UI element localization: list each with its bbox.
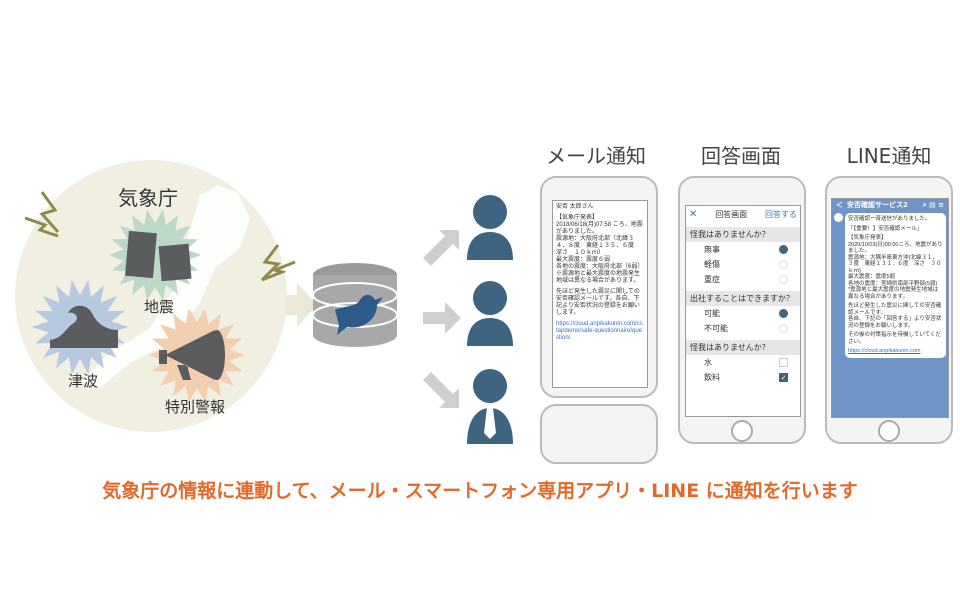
mail-line: 2018/06/18(月)07:58 ころ、地震がありました。 [556,222,643,235]
line-link[interactable]: https://cloud.anpikakunin.com [848,348,921,354]
line-message-line: 先ほど発生した震災に関しての安否確認メールです。 [848,303,942,316]
lightning-icon [24,216,59,238]
lightning-icon [260,244,282,282]
second-phone [540,404,658,464]
mail-line: 震源地：大阪府北部（北緯３４．８度 東経１３５．６度 深さ １０ｋｍ） [556,236,641,256]
arrow-icon [423,302,461,334]
arrow-icon [423,372,459,408]
search-icon[interactable]: ⌕ ▤ ≡ [922,201,944,209]
mail-line: ※震源地と最大震度の地震発生地域は異なる場合があります。 [556,271,641,284]
line-message-line: 安否確認一斉送信がありました。 [848,216,931,222]
option-label: 重症 [704,275,720,284]
line-message-line: 【気象庁発表】 [848,235,887,241]
answer-phone: ✕ 回答画面 回答する 怪我はありませんか？ 無事軽傷重症出社することはできますか… [678,176,806,444]
home-button[interactable] [878,420,900,442]
line-screen: ＜ 安否確認サービス2 ⌕ ▤ ≡ 安否確認一斉送信がありました。「【重要！】安… [831,198,949,418]
agency-title: 気象庁 [118,186,178,210]
option-label: 無事 [704,245,720,254]
wave-icon [50,305,118,348]
answer-option[interactable]: 重症 [686,272,800,287]
option-label: 飲料 [704,373,720,382]
line-message-line: 各地の震度：宮崎県南部平野部(5弱) [848,280,938,287]
megaphone-icon [159,330,215,380]
back-icon[interactable]: ＜ [836,201,843,209]
answer-title: 回答画面 [715,210,748,219]
mail-link[interactable]: https://cloud.anpikakunin.com/cstapdemo/… [556,321,643,341]
mail-line: 各地の震度：大阪府北部（6弱） [556,264,644,270]
lightning-icon [39,191,60,233]
japan-map-and-bolts [24,185,317,388]
notification-recipients [423,195,513,444]
tsunami-burst [32,280,128,375]
arrow-to-server-icon [285,283,317,327]
necktie-icon [484,408,496,439]
earthquake-burst [109,210,201,300]
answer-option[interactable]: 可能 [686,306,800,321]
answer-option[interactable]: 無事 [686,242,800,257]
megaphone-mouth [209,330,225,380]
arrow-icon [423,230,459,266]
radio-button[interactable] [779,260,788,269]
line-chat-title: 安否確認サービス2 [847,201,908,209]
line-message-bubble: 安否確認一斉送信がありました。「【重要！】安否確認メール」【気象庁発表】2020… [845,213,946,358]
option-label: 軽傷 [704,260,720,269]
answer-option[interactable]: 軽傷 [686,257,800,272]
heading-line: LINE通知 [846,144,932,168]
submit-button[interactable]: 回答する [764,210,797,219]
server-database-icon [312,263,398,347]
line-message-line: その後の対策指示を待機していてください。 [848,332,942,345]
radio-button[interactable] [779,309,788,318]
option-label: 可能 [704,309,720,318]
answer-screen: ✕ 回答画面 回答する 怪我はありませんか？ 無事軽傷重症出社することはできますか… [685,205,801,417]
heading-answer: 回答画面 [701,144,781,168]
avatar [834,213,843,222]
line-message-line: 各自、下記の「回答する」より安否状況の登録をお願いします。 [848,316,942,329]
heading-mail: メール通知 [546,144,646,168]
person-icon [473,281,507,315]
checkbox[interactable] [779,358,788,367]
answer-sections: 怪我はありませんか？無事軽傷重症出社することはできますか？可能不可能怪我はありま… [686,227,800,385]
checkbox[interactable]: ✓ [779,373,788,382]
mail-line: 最大震度：震度６弱 [556,257,611,263]
building-icon [125,230,157,279]
earthquake-label: 地震 [144,298,175,316]
mail-phone: 安否 太郎さん【気象庁発表】2018/06/18(月)07:58 ころ、地震があ… [540,176,658,398]
line-message-line: *震源地と最大震度の地震発生地域は異なる場合があります。 [848,287,939,300]
line-phone: ＜ 安否確認サービス2 ⌕ ▤ ≡ 安否確認一斉送信がありました。「【重要！】安… [825,176,953,444]
dove-icon [335,294,383,335]
lightning-icon [261,260,296,282]
mail-line: 先ほど発生した震災に関しての安否確認メールです。各自、下記より安否状況の登録をお… [556,289,640,316]
line-message-line: 最大震度：震度5弱 [848,274,896,280]
radio-button[interactable] [779,324,788,333]
option-label: 不可能 [704,324,728,333]
question-header: 怪我はありませんか？ [686,227,800,242]
line-message-line: 「【重要！】安否確認メール」 [848,225,923,232]
person-icon [473,369,507,403]
option-label: 水 [704,358,712,367]
mail-line: 【気象庁発表】 [556,215,599,221]
person-body [467,232,513,260]
radio-button[interactable] [779,245,788,254]
radio-button[interactable] [779,275,788,284]
mail-line: 安否 太郎さん [556,204,594,210]
answer-option[interactable]: 不可能 [686,321,800,336]
question-header: 出社することはできますか？ [686,291,800,306]
question-header: 怪我はありませんか？ [686,340,800,355]
answer-option[interactable]: 飲料 ✓ [686,370,800,385]
answer-option[interactable]: 水 [686,355,800,370]
warning-burst [149,310,245,403]
line-message-line: 2020/10/03(日)00:00ころ、地震がありました。 [848,241,943,255]
mail-body: 安否 太郎さん【気象庁発表】2018/06/18(月)07:58 ころ、地震があ… [556,204,644,321]
mail-screen: 安否 太郎さん【気象庁発表】2018/06/18(月)07:58 ころ、地震があ… [552,200,648,388]
caption: 気象庁の情報に連動して、メール・スマートフォン専用アプリ・LINE に通知を行い… [102,480,858,502]
building-icon [158,243,192,282]
tsunami-label: 津波 [68,372,99,390]
japan-map [80,185,250,388]
line-message-line: 震源地：大隅半島東方沖(北緯３１．３度 東経１３１．６度 深さ ３０ｋｍ) [848,254,942,274]
person-body [467,318,513,346]
close-icon[interactable]: ✕ [689,209,698,220]
person-icon [473,195,507,229]
home-button[interactable] [731,420,753,442]
warning-label: 特別警報 [165,398,226,416]
